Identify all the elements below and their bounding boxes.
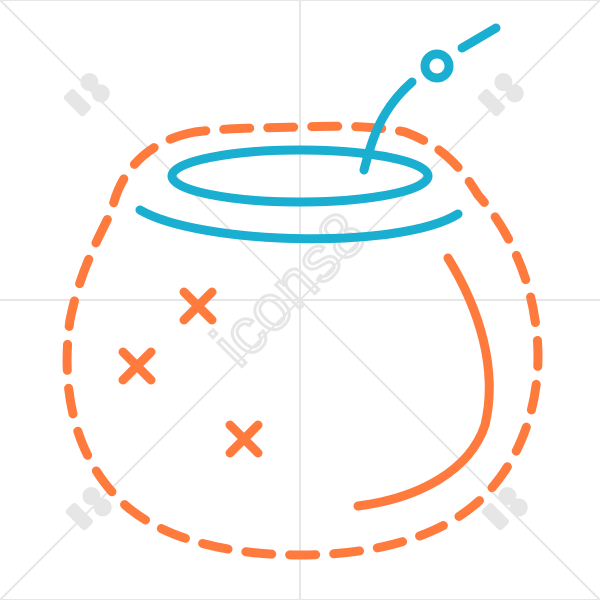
gourd-inner-highlight (353, 253, 494, 511)
bombilla-tip (457, 23, 501, 53)
gourd-outline-dashed (62, 121, 543, 560)
bombilla-ring (420, 49, 454, 83)
x-mark-3 (225, 420, 263, 458)
watermark-logo-top-right (477, 73, 524, 117)
x-mark-2 (118, 347, 156, 385)
x-mark-1 (179, 287, 217, 325)
bombilla-straw (359, 77, 417, 175)
watermark-logo-bottom-right (481, 487, 528, 531)
gourd-opening-rim (167, 145, 433, 207)
watermark-logo-bottom-left (65, 487, 112, 531)
watermark-logo-top-left (63, 73, 110, 117)
gourd-neck-arc (135, 205, 463, 244)
